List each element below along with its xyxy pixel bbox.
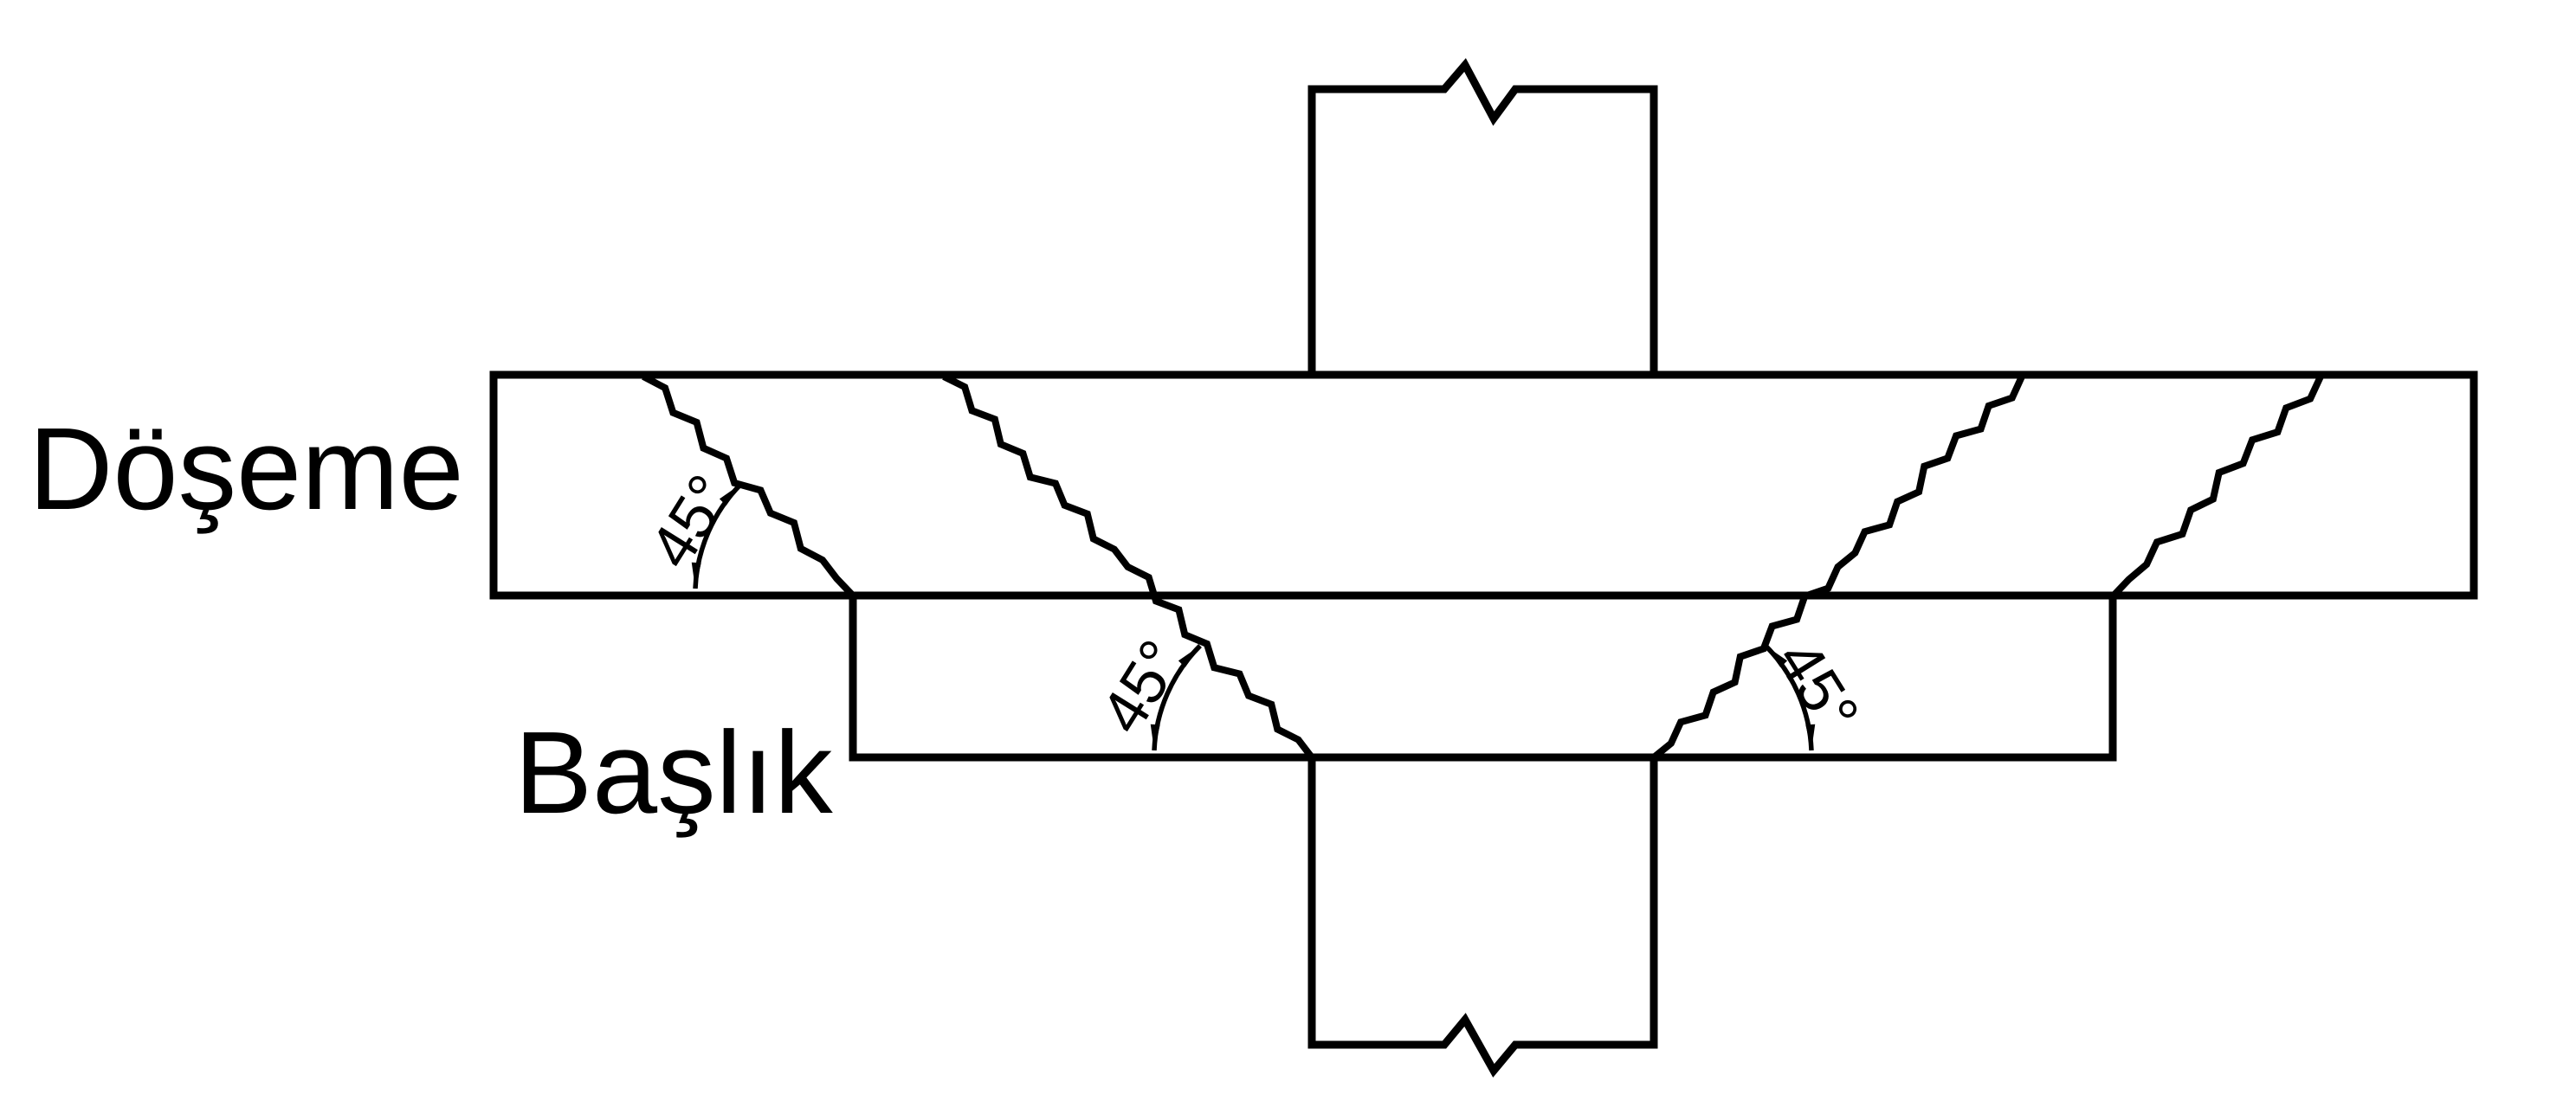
capital-outline <box>849 591 2117 762</box>
crack-line-capital-left <box>942 373 1315 760</box>
slab-label: Döşeme <box>29 403 464 534</box>
capital-label: Başlık <box>514 707 833 838</box>
crack-line-slab-left <box>642 373 855 598</box>
slab-outline <box>489 370 2478 600</box>
crack-line-slab-right <box>2110 375 2324 599</box>
angle-arc-capital-right <box>1764 644 1816 751</box>
angle-arc-capital-left <box>1150 644 1202 751</box>
crack-line-capital-right <box>1651 375 2025 761</box>
angle-arc-slab-left <box>691 482 743 589</box>
upper-column-outline <box>1307 58 1658 379</box>
lower-column-outline <box>1307 753 1658 1078</box>
